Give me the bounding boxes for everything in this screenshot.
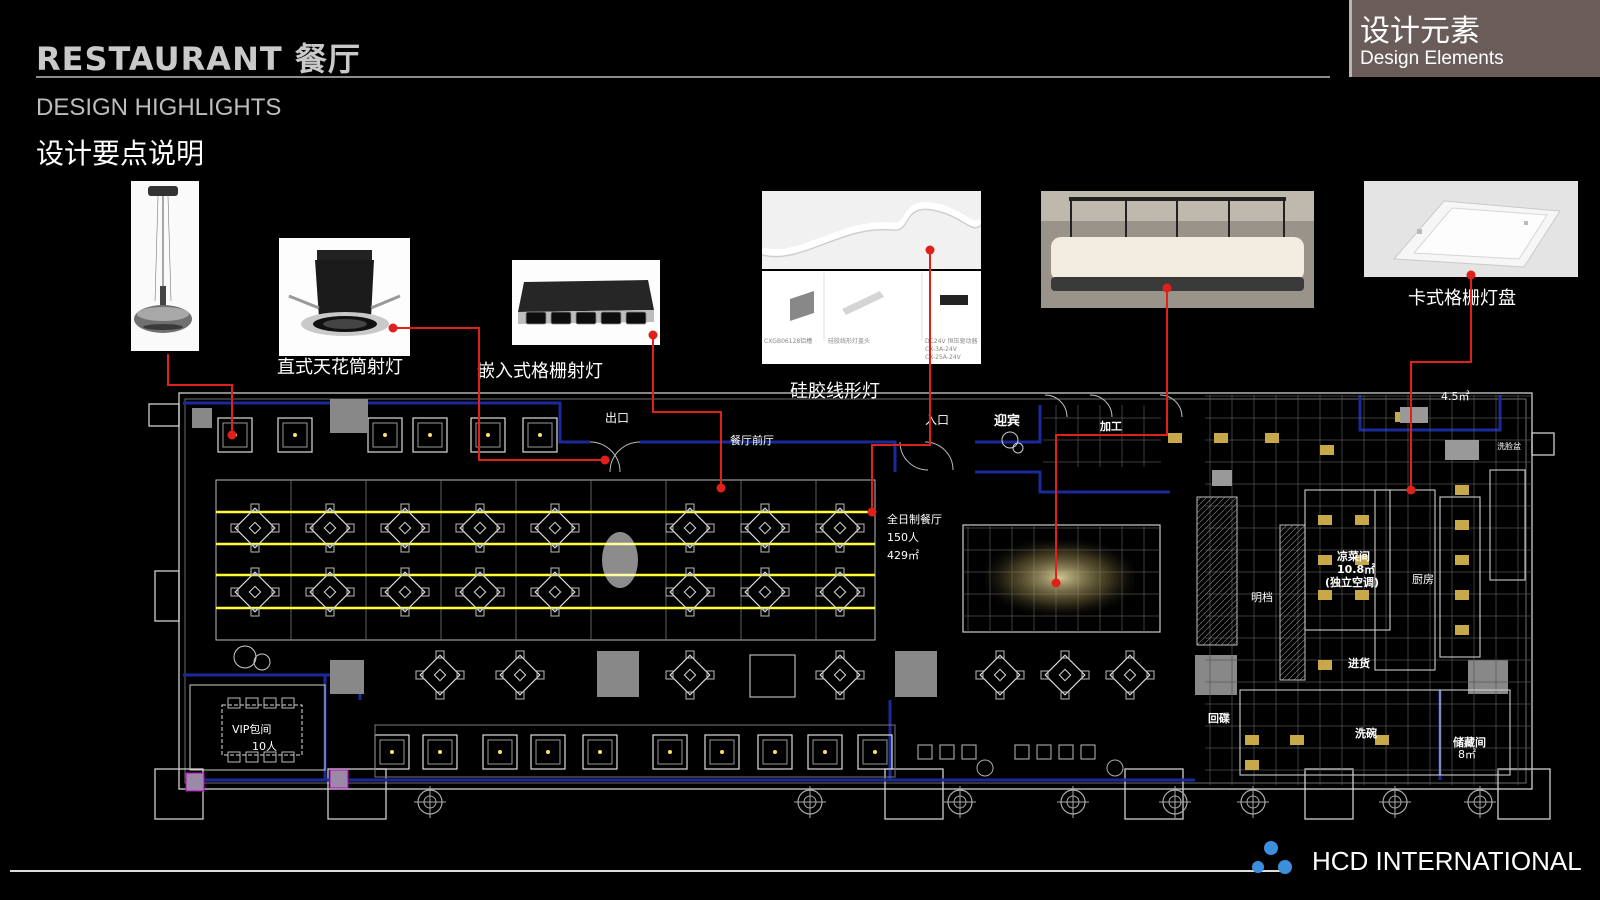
leader-ceiling (1055, 288, 1168, 583)
silicone-caption-c1: DC24V 恒压驱动器 (925, 337, 977, 345)
silicone-caption-a: CXGB06128铝槽 (764, 337, 812, 345)
brand-logo-icon (1252, 841, 1292, 874)
plan-label-goods-in: 进货 (1348, 656, 1370, 670)
plan-label-dining-area: 429㎡ (887, 549, 919, 562)
leader-pendant (167, 354, 233, 435)
ceiling-light-box-icon (1041, 191, 1314, 308)
subtitle-en: DESIGN HIGHLIGHTS (36, 94, 282, 121)
downlight-icon (279, 238, 410, 356)
fixture-pendant-photo (131, 181, 199, 351)
plan-label-dish-return: 回碟 (1208, 711, 1230, 725)
grille-panel-icon (1364, 181, 1578, 277)
plan-label-lobby: 餐厅前厅 (730, 433, 774, 447)
fixture-label-grille: 嵌入式格栅射灯 (477, 361, 603, 382)
pendant-lamp-icon (131, 181, 199, 351)
plan-label-process: 加工 (1099, 419, 1122, 433)
fixture-label-downlight: 直式天花筒射灯 (277, 357, 403, 378)
plan-label-sink: 洗脸盆 (1497, 441, 1521, 451)
section-tag-en: Design Elements (1360, 48, 1504, 69)
fixture-label-panel: 卡式格栅灯盘 (1408, 288, 1516, 309)
grille-spotlight-icon (512, 260, 660, 345)
leader-silicone (871, 250, 931, 512)
plan-label-wash: 洗碗 (1355, 726, 1377, 740)
plan-label-kitchen: 厨房 (1412, 573, 1434, 586)
leader-downlight (393, 327, 605, 461)
fixture-downlight-photo (279, 238, 410, 356)
subtitle-zh: 设计要点说明 (36, 137, 205, 170)
fixture-silicone-photo: CXGB06128铝槽 硅胶线形灯盖头 DC24V 恒压驱动器 CX-3A-24… (762, 191, 981, 364)
header-divider (36, 76, 1330, 78)
plan-label-entrance: 入口 (925, 413, 949, 427)
plan-label-exit: 出口 (605, 411, 629, 425)
plan-label-storage: 储藏间 (1453, 735, 1486, 749)
plan-label-dining-people: 150人 (887, 531, 919, 544)
plan-label-welcome: 迎宾 (994, 413, 1020, 429)
fixture-grille-photo (512, 260, 660, 345)
plan-label-dining-name: 全日制餐厅 (887, 512, 942, 526)
plan-label-vip-name: VIP包间 (232, 723, 271, 736)
plan-label-open-kitchen: 明档 (1251, 590, 1273, 604)
footer-divider (10, 870, 1285, 872)
plan-label-cold-room-area: 10.8㎡ (1337, 562, 1375, 576)
silicone-caption-b: 硅胶线形灯盖头 (828, 337, 870, 345)
plan-label-storage-area: 8㎡ (1458, 748, 1476, 761)
leader-panel (1410, 275, 1472, 490)
fixture-panel-photo (1364, 181, 1578, 277)
silicone-caption-c3: CX-25A-24V (925, 354, 962, 361)
section-tag (1349, 0, 1600, 77)
fixture-label-silicone: 硅胶线形灯 (790, 381, 880, 402)
brand-name: HCD INTERNATIONAL (1312, 846, 1582, 876)
leader-grille (652, 335, 722, 488)
plan-label-area-top: 4.5㎡ (1441, 390, 1470, 403)
plan-label-vip-people: 10人 (252, 740, 277, 753)
page-title: RESTAURANT 餐厅 (36, 40, 361, 78)
silicone-caption-c2: CX-3A-24V (925, 346, 958, 353)
silicone-linear-light-icon: CXGB06128铝槽 硅胶线形灯盖头 DC24V 恒压驱动器 CX-3A-24… (762, 191, 981, 364)
plan-label-cold-room-note: (独立空调) (1325, 575, 1379, 589)
plan-label-cold-room: 凉菜间 (1337, 549, 1370, 563)
section-tag-zh: 设计元素 (1360, 14, 1480, 49)
fixture-ceiling-photo (1041, 191, 1314, 308)
